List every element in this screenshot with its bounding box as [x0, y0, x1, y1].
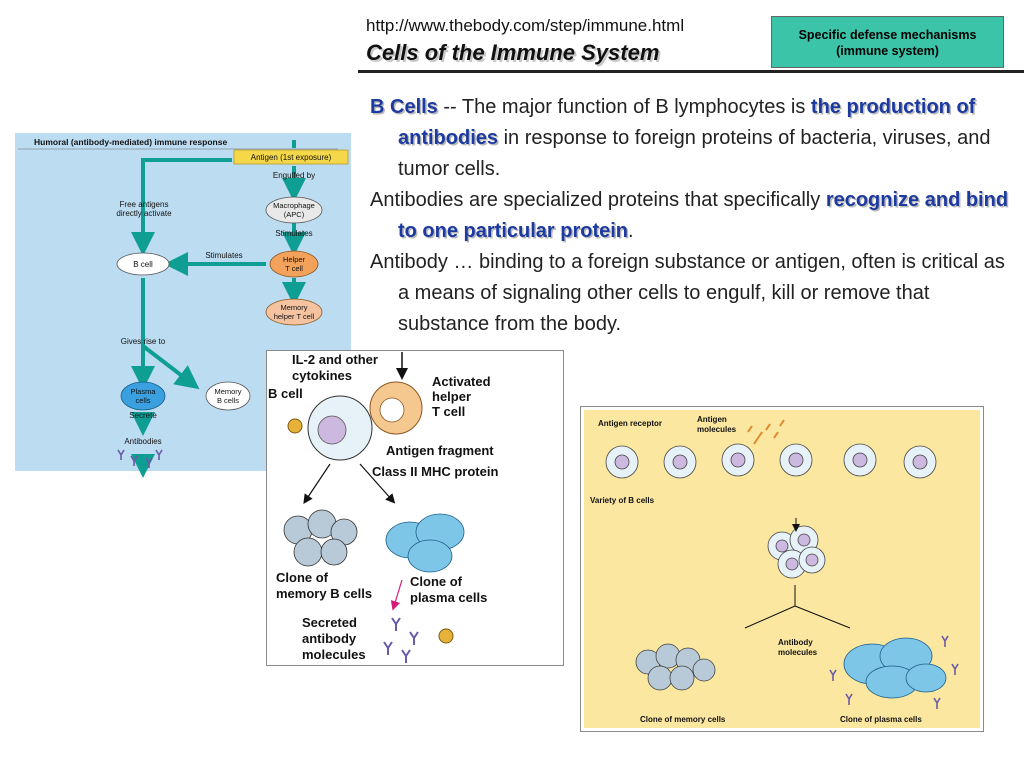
plasma-label-2: cells [135, 396, 150, 405]
p1-text-a: -- The major function of B lymphocytes i… [437, 96, 811, 118]
page-title: Cells of the Immune System [366, 40, 660, 65]
antibody-molecules-label-2: molecules [778, 648, 818, 657]
title-divider [358, 70, 1024, 73]
stimulates-label-horizontal: Stimulates [205, 251, 242, 260]
activated-label-2: helper [432, 389, 471, 404]
activation-illustration: IL-2 and other cytokines B cell Activate… [268, 352, 498, 663]
antigen-particle [287, 418, 303, 434]
memory-b-label-1: Memory [214, 387, 241, 396]
paragraph-b-cells: B Cells -- The major function of B lymph… [370, 92, 1020, 185]
plasma-clone-cluster [843, 637, 947, 699]
badge-line-2: (immune system) [836, 44, 939, 58]
branch-arrows [744, 585, 851, 629]
activation-b-cell-label: B cell [268, 386, 303, 401]
memory-b-label-2: B cells [217, 396, 239, 405]
p1-text-b: in response to foreign proteins of bacte… [398, 127, 991, 180]
plasma-antibody-icons [829, 635, 959, 709]
gives-rise-label: Gives rise to [121, 337, 166, 346]
il2-label-1: IL-2 and other [292, 352, 378, 367]
production-highlight: the production of antibodies [398, 96, 976, 149]
paragraph-antibody-binding: Antibody … binding to a foreign substanc… [370, 251, 1005, 335]
clone-plasma-cells-label: Clone of plasma cells [840, 715, 922, 724]
clone-plasma-label-2: plasma cells [410, 590, 487, 605]
memory-clone-cluster [635, 643, 716, 691]
antigen-molecules-label-2: molecules [697, 425, 737, 434]
memory-helper-label-2: helper T cell [274, 312, 315, 321]
recognize-highlight: recognize and bind to one particular pro… [398, 189, 1009, 242]
memory-helper-t-node [265, 298, 323, 326]
plasma-label-1: Plasma [130, 387, 156, 396]
secreted-antigen-particle [438, 628, 454, 644]
free-antigens-label-1: Free antigens [120, 200, 169, 209]
mhc-label: Class II MHC protein [372, 464, 498, 479]
p2-text-b: . [628, 220, 634, 242]
topic-badge: Specific defense mechanisms (immune syst… [771, 16, 1004, 68]
source-url: http://www.thebody.com/step/immune.html [366, 16, 685, 35]
antigen-label: Antigen (1st exposure) [251, 153, 332, 162]
variety-label: Variety of B cells [590, 496, 655, 505]
selected-clone-cluster [767, 525, 826, 579]
plasma-clone-graphic [385, 513, 465, 573]
clone-memory-label-1: Clone of [276, 570, 329, 585]
macrophage-label-1: Macrophage [273, 201, 315, 210]
helper-label-1: Helper [283, 255, 306, 264]
clone-memory-cells-label: Clone of memory cells [640, 715, 726, 724]
free-antigens-label-2: directly activate [116, 209, 172, 218]
antibody-icons-row [117, 449, 163, 468]
activated-label-3: T cell [432, 404, 465, 419]
antigen-molecules-cluster [747, 419, 785, 445]
badge-line-1: Specific defense mechanisms [798, 28, 977, 42]
antigen-box [233, 149, 349, 165]
flow-arrows [131, 140, 306, 478]
clone-plasma-label-1: Clone of [410, 574, 463, 589]
plasma-cells-node [120, 381, 166, 411]
b-cells-term: B Cells [370, 96, 438, 118]
stimulates-label-vertical: Stimulates [275, 229, 312, 238]
secreted-antibody-icons [383, 617, 419, 663]
b-cell-label: B cell [133, 260, 153, 269]
il2-label-2: cytokines [292, 368, 352, 383]
memory-b-cells-node [205, 381, 251, 411]
helper-t-cell-node [269, 250, 319, 278]
antibody-molecules-label-1: Antibody [778, 638, 813, 647]
engulfed-by-label: Engulfed by [273, 171, 315, 180]
memory-b-clone-graphic [283, 509, 358, 567]
secreted-label-1: Secreted [302, 615, 357, 630]
macrophage-label-2: (APC) [284, 210, 305, 219]
paragraph-antibodies: Antibodies are specialized proteins that… [370, 185, 1020, 247]
b-cell-nucleus [317, 415, 347, 445]
helper-label-2: T cell [285, 264, 303, 273]
helper-t-nucleus [379, 397, 405, 423]
antigen-receptor-label: Antigen receptor [598, 419, 662, 428]
secreted-label-3: molecules [302, 647, 366, 662]
p2-text-a: Antibodies are specialized proteins that… [370, 189, 826, 211]
antibodies-label: Antibodies [124, 437, 161, 446]
variety-b-cells-row [605, 443, 937, 479]
secrete-label: Secrete [129, 411, 157, 420]
main-text: B Cells -- The major function of B lymph… [370, 92, 1020, 340]
antigen-molecules-label-1: Antigen [697, 415, 727, 424]
b-cell-node [116, 252, 170, 276]
clonal-selection-illustration: Antigen receptor Antigen molecules Varie… [590, 415, 959, 724]
macrophage-node [265, 196, 323, 224]
humoral-title: Humoral (antibody-mediated) immune respo… [34, 137, 227, 147]
memory-helper-label-1: Memory [280, 303, 307, 312]
activated-label-1: Activated [432, 374, 491, 389]
clone-memory-label-2: memory B cells [276, 586, 372, 601]
antigen-fragment-label: Antigen fragment [386, 443, 494, 458]
humoral-flowchart: Humoral (antibody-mediated) immune respo… [18, 137, 349, 478]
secreted-label-2: antibody [302, 631, 357, 646]
